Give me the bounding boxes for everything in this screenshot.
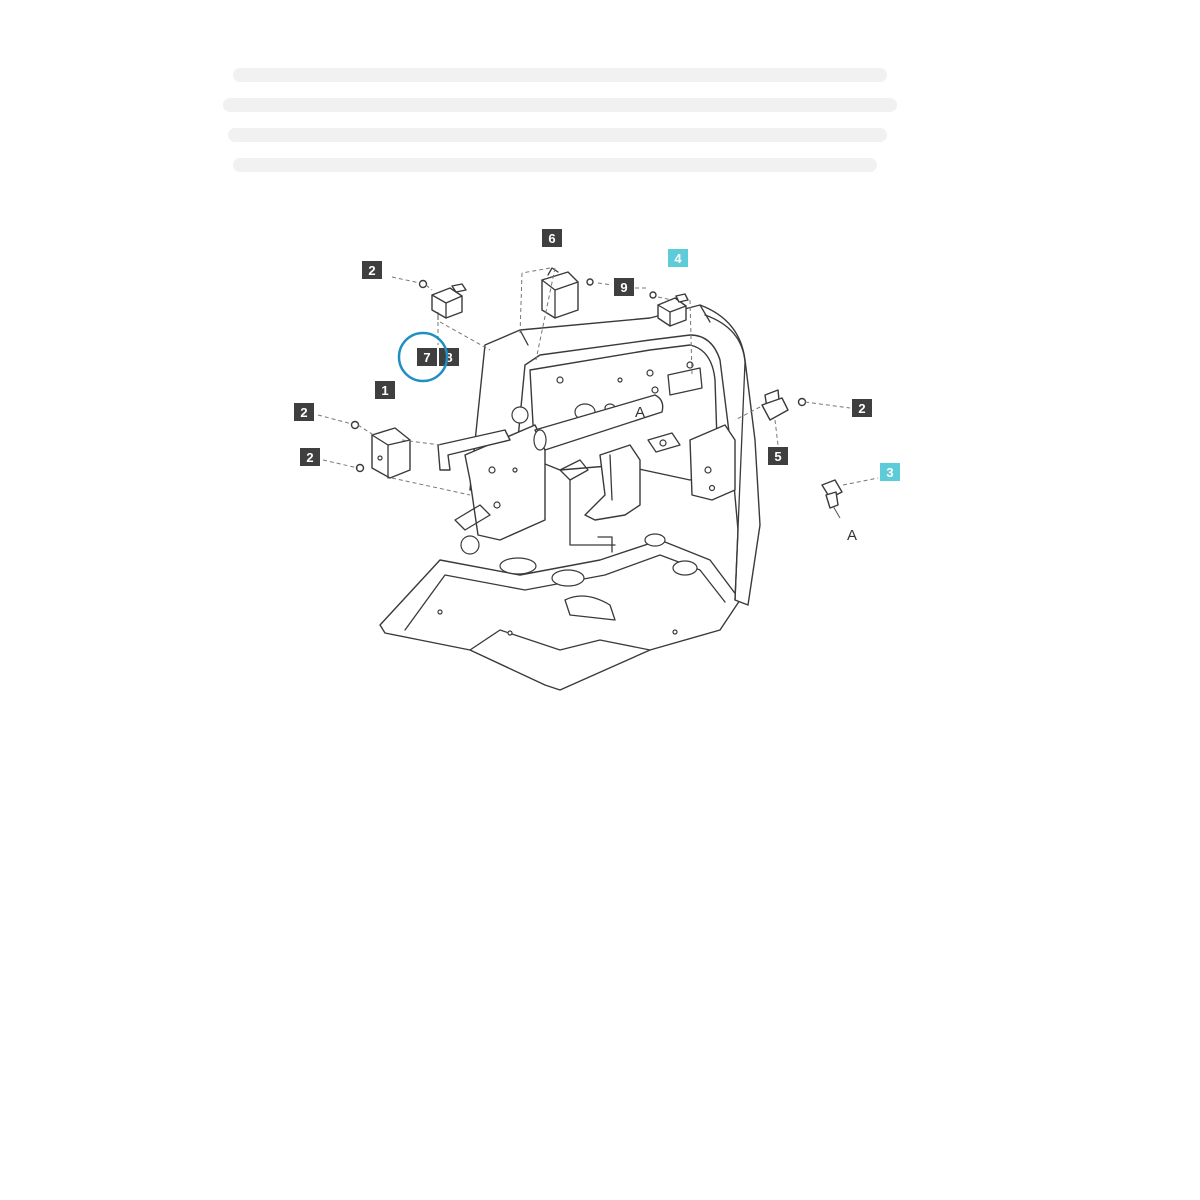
callout-2-top-left: 2: [362, 261, 382, 279]
callout-label: 2: [368, 263, 375, 278]
callout-2-left-upper: 2: [294, 403, 314, 421]
part-4-relay: [657, 293, 689, 327]
callout-label: 5: [774, 449, 781, 464]
callout-label: 2: [306, 450, 313, 465]
part-6-box-module: [541, 267, 579, 319]
callout-1: 1: [375, 381, 395, 399]
part-7-relay: [431, 283, 467, 320]
callout-label: 4: [674, 251, 682, 266]
faint-header-background: [223, 68, 897, 172]
part-3-sensor: [821, 479, 843, 519]
callout-label: 9: [620, 280, 627, 295]
reference-letter-a-sensor: A: [847, 527, 857, 544]
callout-label: 2: [858, 401, 865, 416]
leader-lines: [317, 267, 879, 496]
callout-3-highlighted: 3: [880, 463, 900, 481]
callout-label: 6: [548, 231, 555, 246]
callout-label: 8: [445, 350, 452, 365]
callout-label: 3: [886, 465, 893, 480]
callout-5: 5: [768, 447, 788, 465]
callout-label: 7: [423, 350, 430, 365]
callout-2-right: 2: [852, 399, 872, 417]
callout-label: 1: [381, 383, 388, 398]
callout-label: 2: [300, 405, 307, 420]
reference-letter-a-frame: A: [635, 404, 645, 421]
screws: [350, 278, 807, 473]
callout-9: 9: [614, 278, 634, 296]
callout-8: 8: [439, 348, 459, 366]
part-1-control-module: [371, 427, 411, 479]
dashboard-frame: [379, 304, 761, 691]
callout-2-left-lower: 2: [300, 448, 320, 466]
callout-6: 6: [542, 229, 562, 247]
callout-4-highlighted: 4: [668, 249, 688, 267]
callout-7: 7: [417, 348, 437, 366]
part-5-bracket-switch: [761, 389, 789, 421]
highlight-circle-part-7: [397, 331, 449, 383]
